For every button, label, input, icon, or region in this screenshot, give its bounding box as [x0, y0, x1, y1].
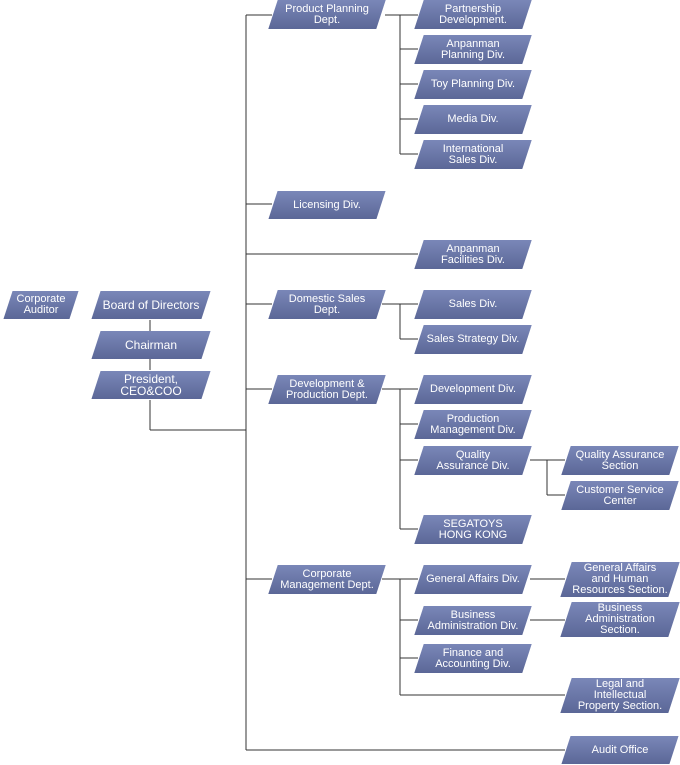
general-affairs-hr-section-label: General Affairs and Human Resources Sect… [572, 562, 668, 596]
customer-service-center-box: Customer Service Center [566, 481, 674, 510]
general-affairs-div-box: General Affairs Div. [419, 565, 527, 594]
customer-service-center-label: Customer Service Center [576, 483, 664, 507]
finance-accounting-div-box: Finance and Accounting Div. [419, 644, 527, 673]
general-affairs-hr-section-box: General Affairs and Human Resources Sect… [566, 562, 674, 597]
corporate-auditor-label: Corporate Auditor [16, 293, 66, 316]
corporate-auditor-box: Corporate Auditor [8, 291, 74, 319]
audit-office-box: Audit Office [566, 736, 674, 764]
partnership-development-box: Partnership Development. [419, 0, 527, 29]
production-management-div-label: Production Management Div. [430, 412, 516, 436]
product-planning-dept-box: Product Planning Dept. [273, 0, 381, 29]
chairman-label: Chairman [124, 338, 178, 352]
business-administration-div-box: Business Administration Div. [419, 606, 527, 635]
anpanman-planning-div-label: Anpanman Planning Div. [441, 37, 505, 61]
anpanman-facilities-div-box: Anpanman Facilities Div. [419, 240, 527, 269]
international-sales-div-box: International Sales Div. [419, 140, 527, 169]
board-of-directors-box: Board of Directors [96, 291, 206, 319]
toy-planning-div-label: Toy Planning Div. [430, 78, 516, 90]
domestic-sales-dept-box: Domestic Sales Dept. [273, 290, 381, 319]
chairman-box: Chairman [96, 331, 206, 359]
product-planning-dept-label: Product Planning Dept. [285, 2, 369, 26]
president-box: President, CEO&COO [96, 371, 206, 399]
anpanman-facilities-div-label: Anpanman Facilities Div. [441, 242, 505, 266]
media-div-box: Media Div. [419, 105, 527, 134]
anpanman-planning-div-box: Anpanman Planning Div. [419, 35, 527, 64]
sales-div-box: Sales Div. [419, 290, 527, 319]
quality-assurance-section-box: Quality Assurance Section [566, 446, 674, 475]
board-of-directors-label: Board of Directors [102, 298, 200, 312]
quality-assurance-section-label: Quality Assurance Section [575, 448, 665, 472]
finance-accounting-div-label: Finance and Accounting Div. [435, 646, 511, 670]
sales-strategy-div-label: Sales Strategy Div. [426, 333, 520, 345]
general-affairs-div-label: General Affairs Div. [426, 573, 520, 585]
media-div-label: Media Div. [447, 113, 499, 125]
domestic-sales-dept-label: Domestic Sales Dept. [288, 292, 366, 316]
licensing-div-label: Licensing Div. [293, 198, 361, 211]
business-administration-section-box: Business Administration Section. [566, 602, 674, 637]
segatoys-hong-kong-label: SEGATOYS HONG KONG [438, 517, 508, 541]
quality-assurance-div-box: Quality Assurance Div. [419, 446, 527, 475]
audit-office-label: Audit Office [591, 743, 649, 756]
production-management-div-box: Production Management Div. [419, 410, 527, 439]
corporate-management-dept-box: Corporate Management Dept. [273, 565, 381, 594]
development-production-dept-label: Development & Production Dept. [286, 377, 368, 401]
business-administration-section-label: Business Administration Section. [585, 602, 655, 636]
quality-assurance-div-label: Quality Assurance Div. [436, 448, 510, 472]
president-label: President, CEO&COO [120, 372, 182, 398]
sales-strategy-div-box: Sales Strategy Div. [419, 325, 527, 354]
partnership-development-label: Partnership Development. [439, 2, 507, 26]
development-div-box: Development Div. [419, 375, 527, 404]
development-production-dept-box: Development & Production Dept. [273, 375, 381, 404]
business-administration-div-label: Business Administration Div. [427, 608, 519, 632]
legal-ip-section-box: Legal and Intellectual Property Section. [566, 678, 674, 713]
licensing-div-box: Licensing Div. [273, 191, 381, 219]
toy-planning-div-box: Toy Planning Div. [419, 70, 527, 99]
international-sales-div-label: International Sales Div. [442, 142, 504, 166]
sales-div-label: Sales Div. [448, 298, 498, 310]
corporate-management-dept-label: Corporate Management Dept. [280, 567, 374, 591]
legal-ip-section-label: Legal and Intellectual Property Section. [577, 678, 663, 712]
development-div-label: Development Div. [430, 383, 516, 395]
segatoys-hong-kong-box: SEGATOYS HONG KONG [419, 515, 527, 544]
